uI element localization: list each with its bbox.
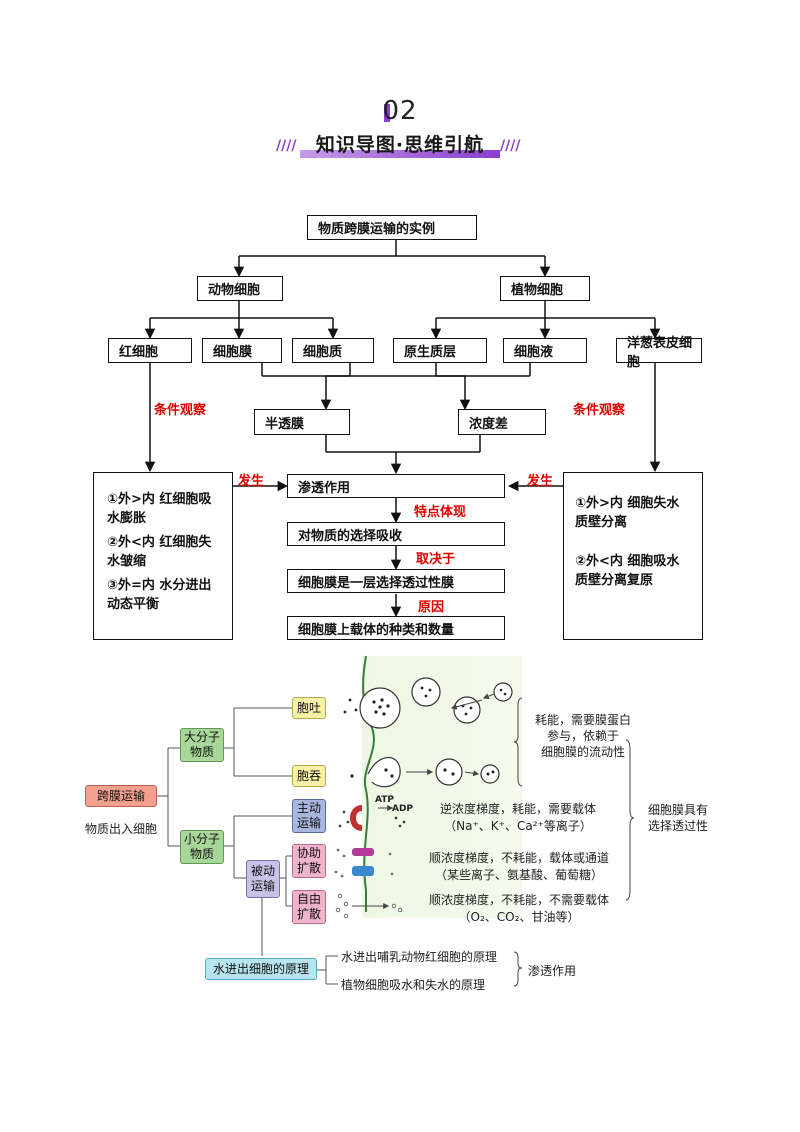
section-number: 02 — [382, 96, 418, 126]
macro-desc-1: 耗能，需要膜蛋白 — [534, 713, 631, 727]
label-occur-right: 发生 — [527, 474, 554, 489]
plant-result-2: ②外<内 细胞吸水 质壁分离复原 — [575, 554, 680, 588]
box-protoplast-layer: 原生质层 — [393, 338, 487, 363]
macro-desc-3: 细胞膜的流动性 — [540, 745, 625, 759]
adp-label: ADP — [392, 804, 414, 814]
node-small-molecule: 小分子物质 — [180, 830, 224, 864]
water-principle-2: 植物细胞吸水和失水的原理 — [341, 978, 486, 992]
node-active-transport: 主动运输 — [292, 799, 326, 833]
box-osmosis: 渗透作用 — [287, 474, 505, 498]
transport-illustration — [155, 655, 635, 987]
macro-desc-2: 参与，依赖于 — [546, 729, 619, 743]
label-feature: 特点体现 — [414, 505, 467, 520]
box-selective-membrane: 细胞膜是一层选择透过性膜 — [287, 569, 505, 593]
label-depends: 取决于 — [416, 552, 456, 567]
box-onion-epidermis: 洋葱表皮细胞 — [616, 336, 702, 370]
box-selective-absorption: 对物质的选择吸收 — [287, 522, 505, 546]
osmosis-label: 渗透作用 — [528, 964, 577, 978]
section-number-accent — [384, 104, 390, 122]
label-reason: 原因 — [418, 600, 445, 615]
node-endocytosis: 胞吞 — [292, 765, 326, 787]
node-exocytosis: 胞吐 — [292, 697, 326, 719]
animal-result-1: ①外>内 红细胞吸水膨胀 — [107, 492, 212, 526]
node-passive-transport: 被动运输 — [246, 860, 280, 898]
box-cell-sap: 细胞液 — [503, 338, 587, 363]
animal-result-2: ②外<内 红细胞失水皱缩 — [107, 535, 212, 569]
box-transport-examples: 物质跨膜运输的实例 — [307, 215, 477, 240]
node-free-diffusion: 自由扩散 — [292, 890, 326, 924]
box-animal-results — [93, 472, 233, 640]
node-water-principle: 水进出细胞的原理 — [205, 958, 317, 980]
label-condition-right: 条件观察 — [573, 403, 626, 418]
section-title: 知识导图·思维引航 — [315, 134, 485, 156]
facilitated-desc-1: 顺浓度梯度，不耗能，载体或通道 — [428, 851, 609, 865]
active-desc-1: 逆浓度梯度，耗能，需要载体 — [439, 802, 596, 816]
facilitated-desc-2: （某些离子、氨基酸、葡萄糖） — [434, 868, 603, 882]
decor-slashes-left: //// — [276, 138, 297, 154]
free-desc-2: （O₂、CO₂、甘油等） — [458, 910, 580, 924]
water-principle-1: 水进出哺乳动物红细胞的原理 — [341, 950, 498, 964]
label-occur-left: 发生 — [238, 474, 265, 489]
node-facilitated-diffusion: 协助扩散 — [292, 844, 326, 878]
label-condition-left: 条件观察 — [154, 403, 207, 418]
selectivity-2: 选择透过性 — [647, 819, 708, 833]
box-semipermeable: 半透膜 — [254, 409, 350, 435]
box-plant-cell: 植物细胞 — [500, 276, 590, 301]
box-plant-results — [563, 472, 703, 640]
box-concentration-diff: 浓度差 — [458, 409, 546, 435]
node-transmembrane: 跨膜运输 — [85, 785, 157, 807]
box-cell-membrane: 细胞膜 — [202, 338, 282, 363]
box-animal-cell: 动物细胞 — [197, 276, 283, 301]
selectivity-1: 细胞膜具有 — [647, 803, 708, 817]
box-carrier: 细胞膜上载体的种类和数量 — [287, 616, 505, 640]
free-desc-1: 顺浓度梯度，不耗能，不需要载体 — [428, 893, 609, 907]
decor-slashes-right: //// — [500, 138, 521, 154]
box-cytoplasm: 细胞质 — [292, 338, 374, 363]
flowchart-connectors — [144, 239, 661, 618]
label-substance-in-out: 物质出入细胞 — [85, 822, 158, 836]
plant-result-1: ①外>内 细胞失水 质壁分离 — [575, 496, 680, 530]
active-desc-2: （Na⁺、K⁺、Ca²⁺等离子） — [444, 819, 592, 833]
box-red-cell: 红细胞 — [108, 338, 192, 363]
atp-label: ATP — [375, 795, 395, 805]
section-title-underline — [300, 150, 500, 158]
node-macromolecule: 大分子物质 — [180, 728, 224, 762]
animal-result-3: ③外=内 水分进出动态平衡 — [107, 578, 212, 612]
